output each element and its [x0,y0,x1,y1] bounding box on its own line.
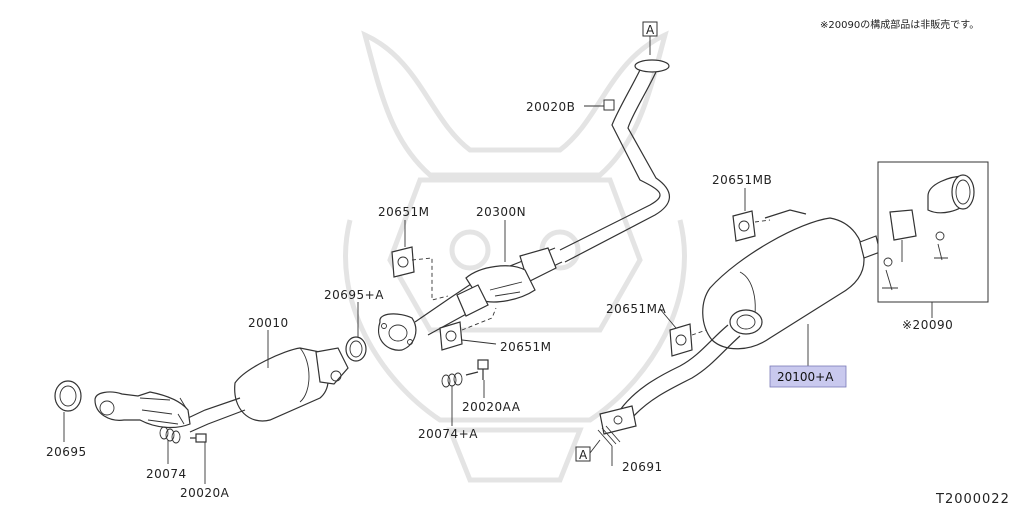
leader-lines [63,105,933,484]
hanger-20651m-top [391,246,449,301]
label-20651m-low: 20651M [500,340,552,354]
bolt-20020a [190,433,207,443]
center-pipe-flange [378,313,417,351]
inset-20090 [877,161,989,303]
gasket-20695 [54,380,82,412]
label-20010: 20010 [248,316,289,330]
label-20695a: 20695+A [324,288,384,302]
section-marker-bottom-label: A [579,448,588,462]
section-marker-top-label: A [646,23,655,37]
section-marker-top: A [642,21,658,55]
label-20020aa: 20020AA [462,400,521,414]
tail-pipe-front [599,324,741,435]
label-20090: ※20090 [902,318,953,332]
spring-20074 [159,426,181,444]
front-manifold-pipes [94,391,191,429]
main-muffler [702,209,881,350]
label-20651mb: 20651MB [712,173,772,187]
highlight-box [769,365,847,388]
section-marker-bottom: A [575,439,601,462]
label-20691: 20691 [622,460,663,474]
catalytic-converter [187,347,349,433]
hanger-20651mb [732,210,771,242]
hanger-20651m-low [439,307,497,351]
label-20020b: 20020B [526,100,575,114]
center-pipe [414,247,563,336]
label-20020a: 20020A [180,486,230,500]
highlight-20100a[interactable]: 20100+A [769,365,847,388]
label-20100a: 20100+A [777,370,834,384]
label-20300n: 20300N [476,205,526,219]
reference-code: T2000022 [935,492,1010,507]
label-20695: 20695 [46,445,87,459]
label-20074: 20074 [146,467,187,481]
spring-20074a [441,372,463,388]
label-20651m-top: 20651M [378,205,430,219]
gasket-20695a [345,336,367,362]
front-tube-upper [559,59,670,263]
non-sale-note: ※20090の構成部品は非販売です。 [820,18,979,31]
label-20651ma: 20651MA [606,302,667,316]
spring-20691 [597,425,621,447]
label-20074a: 20074+A [418,427,478,441]
bolt-20020aa [465,359,489,380]
